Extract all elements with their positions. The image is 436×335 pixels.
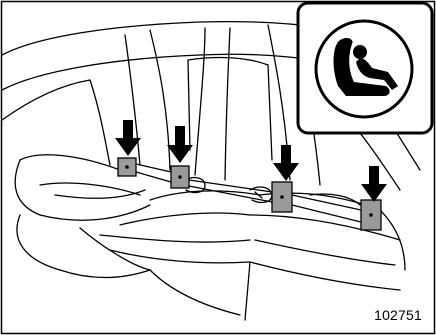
- child-seat-symbol-box: [298, 3, 432, 133]
- anchor-dot: [369, 213, 373, 217]
- figure-number: 102751: [374, 307, 422, 323]
- anchor-dot: [280, 195, 284, 199]
- anchor-dot: [125, 165, 129, 169]
- anchor-dot: [178, 175, 182, 179]
